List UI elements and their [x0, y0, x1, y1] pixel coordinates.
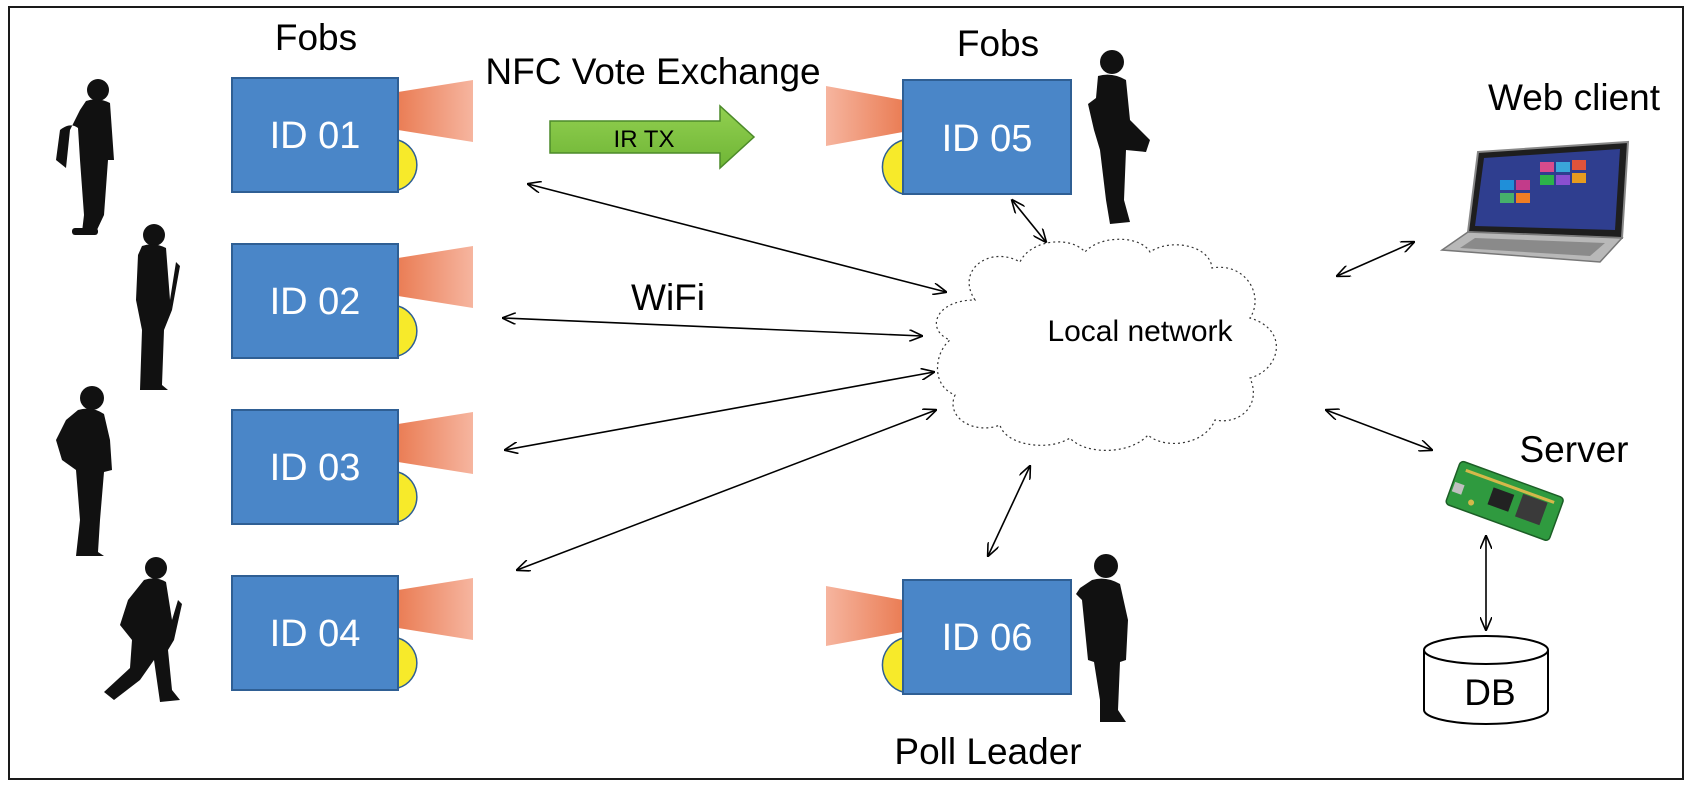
web-client-label: Web client: [1488, 77, 1661, 118]
person-silhouette-icon: [56, 79, 114, 235]
fobs-left-label: Fobs: [275, 17, 357, 58]
fob-id-label: ID 02: [270, 281, 361, 323]
server-label: Server: [1520, 429, 1629, 470]
button-icon: [397, 637, 418, 689]
connection-line: [517, 410, 936, 570]
fob-id-02: ID 02: [231, 243, 399, 359]
fob-id-label: ID 03: [270, 447, 361, 489]
connection-line: [988, 466, 1030, 556]
ir-tx-label: IR TX: [614, 126, 675, 153]
ir-emitter-icon: [398, 80, 473, 142]
fob-id-06: ID 06: [902, 579, 1072, 695]
wifi-connections: [503, 184, 1486, 630]
connection-line: [505, 372, 934, 450]
ir-emitter-icon: [398, 246, 473, 308]
button-icon: [397, 471, 418, 523]
nfc-vote-exchange-label: NFC Vote Exchange: [485, 51, 820, 92]
local-network-label: Local network: [1047, 315, 1233, 348]
person-silhouette-icon: [104, 557, 182, 702]
database-icon: DB: [1423, 635, 1549, 725]
button-icon: [881, 139, 904, 195]
poll-leader-label: Poll Leader: [894, 731, 1081, 772]
ir-emitter-icon: [398, 578, 473, 640]
button-icon: [397, 305, 418, 357]
connection-line: [1012, 200, 1046, 242]
ir-emitter-icon: [826, 86, 903, 146]
local-network-cloud: Local network: [935, 238, 1277, 451]
laptop-icon: [1439, 140, 1630, 263]
fob-id-05: ID 05: [902, 79, 1072, 195]
button-icon: [397, 139, 418, 191]
fob-id-01: ID 01: [231, 77, 399, 193]
connection-line: [503, 318, 922, 336]
person-silhouette-icon: [1088, 50, 1150, 225]
fob-id-label: ID 05: [942, 118, 1033, 160]
wifi-label: WiFi: [631, 277, 705, 318]
connection-line: [1337, 242, 1414, 276]
ir-emitter-icon: [826, 586, 903, 646]
fob-id-label: ID 06: [942, 617, 1033, 659]
connection-line: [1326, 410, 1432, 450]
fob-id-label: ID 01: [270, 115, 361, 157]
fob-id-04: ID 04: [231, 575, 399, 691]
person-silhouette-icon: [1076, 554, 1128, 722]
fobs-right-label: Fobs: [957, 23, 1039, 64]
db-label: DB: [1464, 672, 1515, 713]
fob-id-03: ID 03: [231, 409, 399, 525]
fob-id-label: ID 04: [270, 613, 361, 655]
ir-tx-arrow: [549, 104, 756, 170]
button-icon: [881, 637, 904, 693]
connection-line: [528, 184, 946, 292]
circuit-board-icon: [1445, 460, 1564, 541]
ir-emitter-icon: [398, 412, 473, 474]
person-silhouette-icon: [56, 386, 112, 556]
person-silhouette-icon: [136, 224, 180, 390]
